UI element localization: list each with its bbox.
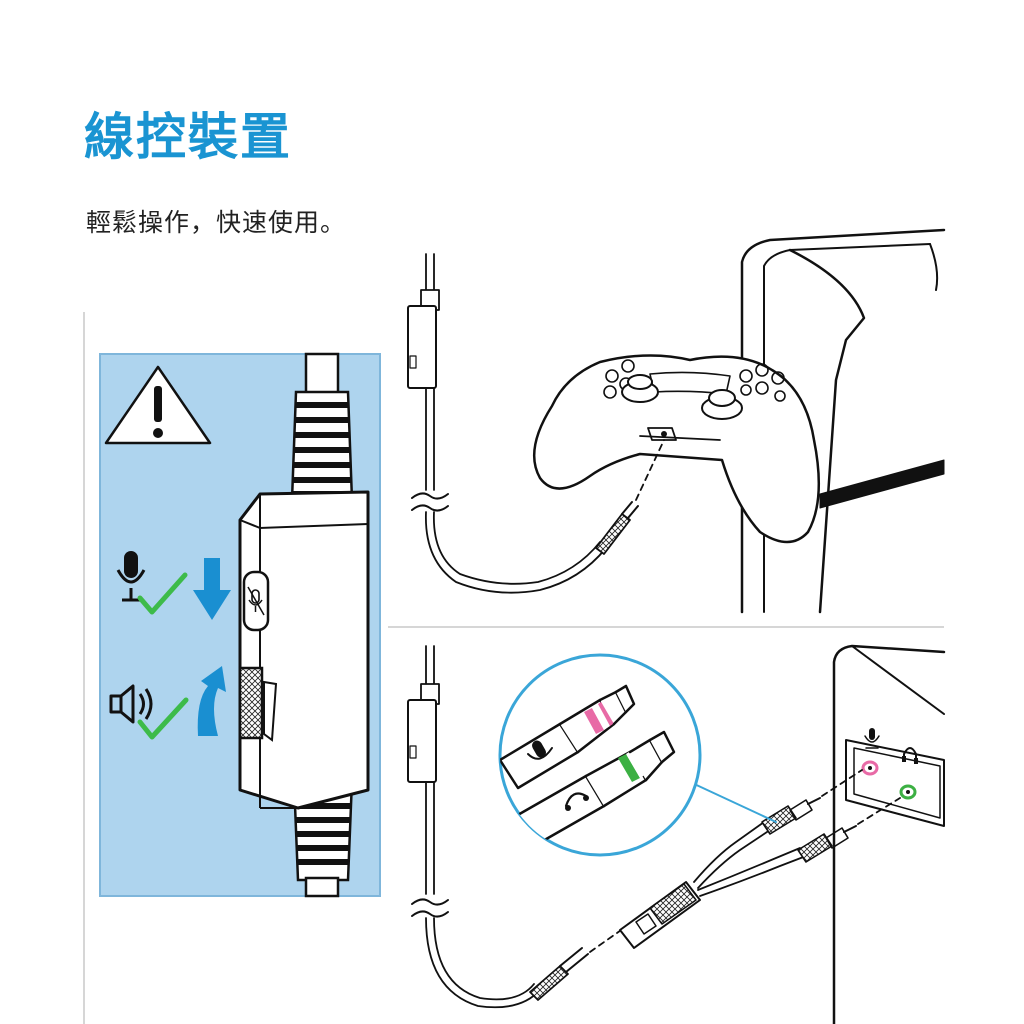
plug-closeup-callout [500,655,700,855]
page-title: 線控裝置 [84,108,292,166]
callout-mic-icon [528,740,552,760]
page-subtitle: 輕鬆操作，快速使用。 [86,208,347,237]
warning-triangle-icon [106,367,210,443]
console-controller-scene [408,230,944,612]
curved-up-arrow-icon [197,666,226,736]
inline-control-small-2 [408,700,436,782]
mic-icon [118,551,144,600]
check-icon [140,575,185,612]
mic-port [863,762,877,774]
headphone-port [901,786,915,798]
lower-cable [306,878,338,896]
headphone-port-icon [902,748,918,764]
inline-control-inset [100,354,380,896]
inline-control-box [240,492,368,808]
game-controller [534,355,819,542]
check-icon [140,700,186,737]
inline-control-small-1 [408,306,436,388]
upper-strain-relief [292,392,352,500]
callout-headphone-icon [565,794,589,811]
speaker-volume-icon [111,686,151,722]
volume-wheel [240,668,276,740]
mute-switch [244,572,268,630]
microphone-port-icon [865,728,879,748]
panel-dividers [84,312,944,1024]
mic-mute-icon [248,587,264,615]
upper-cable [306,354,338,394]
pc-splitter-scene [408,646,944,1024]
down-arrow-icon [193,558,231,620]
